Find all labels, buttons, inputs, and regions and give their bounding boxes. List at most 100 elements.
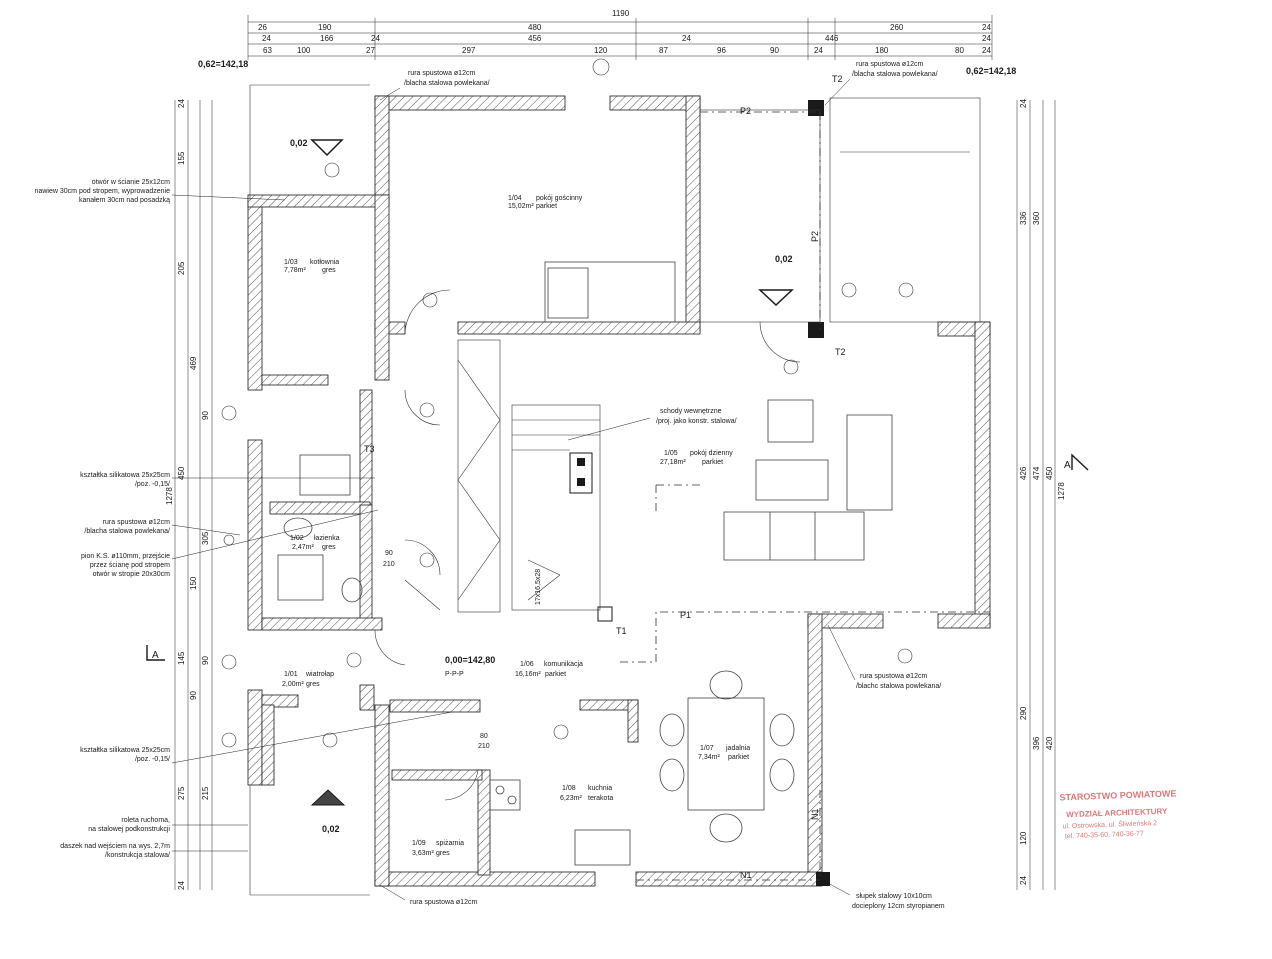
note-downpipe-top: rura spustowa ø12cm /blacha stalowa powl… [379,70,490,101]
level-top-right: 0,62=142,18 [966,66,1016,76]
dim-text: 456 [528,34,542,43]
dim-text: 120 [594,46,608,55]
svg-text:pion K.S. ø110mm, przejście: pion K.S. ø110mm, przejście [81,553,170,560]
level-terrace-b: 0,02 [775,254,793,264]
room-area: 3,63m² [412,850,434,857]
wall-segment [374,95,390,207]
room-id: 1/05 [664,450,678,457]
room-id: 1/04 [508,195,522,202]
note-canopy: daszek nad wejściem na wys. 2,7m /konstr… [60,843,248,859]
svg-text:/proj. jako konstr. stalowa/: /proj. jako konstr. stalowa/ [656,418,737,425]
svg-text:kształtka silikatowa 25x25cm: kształtka silikatowa 25x25cm [80,747,170,754]
room-finish: gres [322,267,336,274]
svg-text:otwór w ścianie 25x12cm: otwór w ścianie 25x12cm [92,179,170,186]
dim-text: 1190 [612,9,630,18]
svg-text:rura spustowa ø12cm: rura spustowa ø12cm [860,673,927,680]
note-downpipe-left: rura spustowa ø12cm /blacha stalowa powl… [84,519,241,536]
dim-text: 24 [262,34,271,43]
mark-n1: N1 [740,870,752,880]
steel-post [597,606,613,622]
room-id: 1/07 [700,745,714,752]
dim-text: 26 [258,23,267,32]
svg-text:rura spustowa ø12cm: rura spustowa ø12cm [410,899,477,906]
wall-segment [974,321,991,628]
dim-text: 166 [320,34,334,43]
level-triangle [310,789,346,806]
dim-text: 1278 [1057,482,1066,500]
wall-segment [261,704,275,786]
level-entrance: 0,02 [322,824,340,834]
dim-text: 145 [177,651,186,665]
dim-text: 1278 [165,487,174,505]
dim-text: 446 [825,34,839,43]
annotations: rura spustowa ø12cm /blacha stalowa powl… [35,61,945,910]
level-triangle [758,289,794,307]
dim-text: 90 [201,411,210,420]
door-height: 210 [383,561,395,568]
svg-text:daszek nad wejściem na wys. 2,: daszek nad wejściem na wys. 2,7m [60,843,170,850]
wall-segment [374,194,390,381]
dim-text: 190 [318,23,332,32]
dim-text: 24 [982,34,991,43]
stairs-dimension: 17x16,5x28 [535,569,542,605]
room-name: komunikacja [544,661,583,668]
svg-text:otwór w stropie 20x30cm: otwór w stropie 20x30cm [93,571,171,578]
dim-text: 469 [189,356,198,370]
section-label: A [152,650,159,661]
room-area: 7,78m² [284,267,306,274]
room-area: 16,16m² [515,671,541,678]
dim-text: 24 [177,881,186,890]
room-name: łazienka [314,535,340,542]
level-top-left: 0,62=142,18 [198,59,248,69]
room-id: 1/08 [562,785,576,792]
room-area: 27,18m² [660,459,686,466]
dim-text: 215 [201,786,210,800]
mark-n1: N1 [810,808,820,820]
room-name: kuchnia [588,785,612,792]
dim-text: 90 [770,46,779,55]
door-swings [374,289,801,801]
wall-segment [359,504,373,626]
dim-text: 24 [371,34,380,43]
svg-text:docieplony 12cm styropianem: docieplony 12cm styropianem [852,903,945,910]
svg-text:/konstrukcja stalowa/: /konstrukcja stalowa/ [105,852,170,859]
top-dimension-lines [247,15,993,60]
wall-segment [247,439,263,631]
svg-text:rura spustowa ø12cm: rura spustowa ø12cm [408,70,475,77]
wall-segment [627,699,639,743]
room-finish: gres [322,544,336,551]
wall-segment [391,769,483,781]
dim-text: 450 [1045,466,1054,480]
mark-p1: P1 [680,610,691,620]
svg-text:/poz. -0,15/: /poz. -0,15/ [135,481,170,488]
dim-text: 24 [982,23,991,32]
right-dimension-lines [1016,100,1056,890]
left-dimension-texts: 24 155 205 469 90 450 1278 305 150 145 9… [165,99,210,890]
svg-text:na stalowej podkonstrukcji: na stalowej podkonstrukcji [88,826,170,833]
dim-text: 27 [366,46,375,55]
level-texts: 0,62=142,18 0,62=142,18 0,00=142,80 0,02… [198,59,1016,834]
dim-text: 450 [177,466,186,480]
note-sewer-riser: pion K.S. ø110mm, przejście przez ścianę… [81,509,379,578]
room-name: pokój gościnny [536,195,583,202]
room-1-02: 1/02 łazienka 2,47m² gres [290,535,340,551]
room-labels: 1/04 pokój gościnny 15,02m² parkiet 1/03… [282,195,750,857]
stamp-line: tel. 740-35-60, 740-36-77 [1065,831,1144,841]
wall-segment [374,704,390,887]
svg-text:rura spustowa ø12cm: rura spustowa ø12cm [103,519,170,526]
chimney-flue [577,458,585,466]
dim-text: 87 [659,46,668,55]
chimney-flue [577,478,585,486]
dim-text: 96 [717,46,726,55]
wall-segment [269,501,371,515]
steel-post [816,872,830,886]
svg-text:/blacha stalowa powlekana/: /blacha stalowa powlekana/ [84,528,170,535]
dim-text: 480 [528,23,542,32]
stairs [457,339,601,613]
svg-text:kanałem 30cm nad posadzką: kanałem 30cm nad posadzką [79,197,170,204]
mark-p2: P2 [740,106,751,116]
room-1-01: 1/01 wiatrołap 2,00m² gres [282,671,334,688]
wall-segment [457,321,701,335]
mark-t2: T2 [832,74,843,84]
room-area: 7,34m² [698,754,720,761]
